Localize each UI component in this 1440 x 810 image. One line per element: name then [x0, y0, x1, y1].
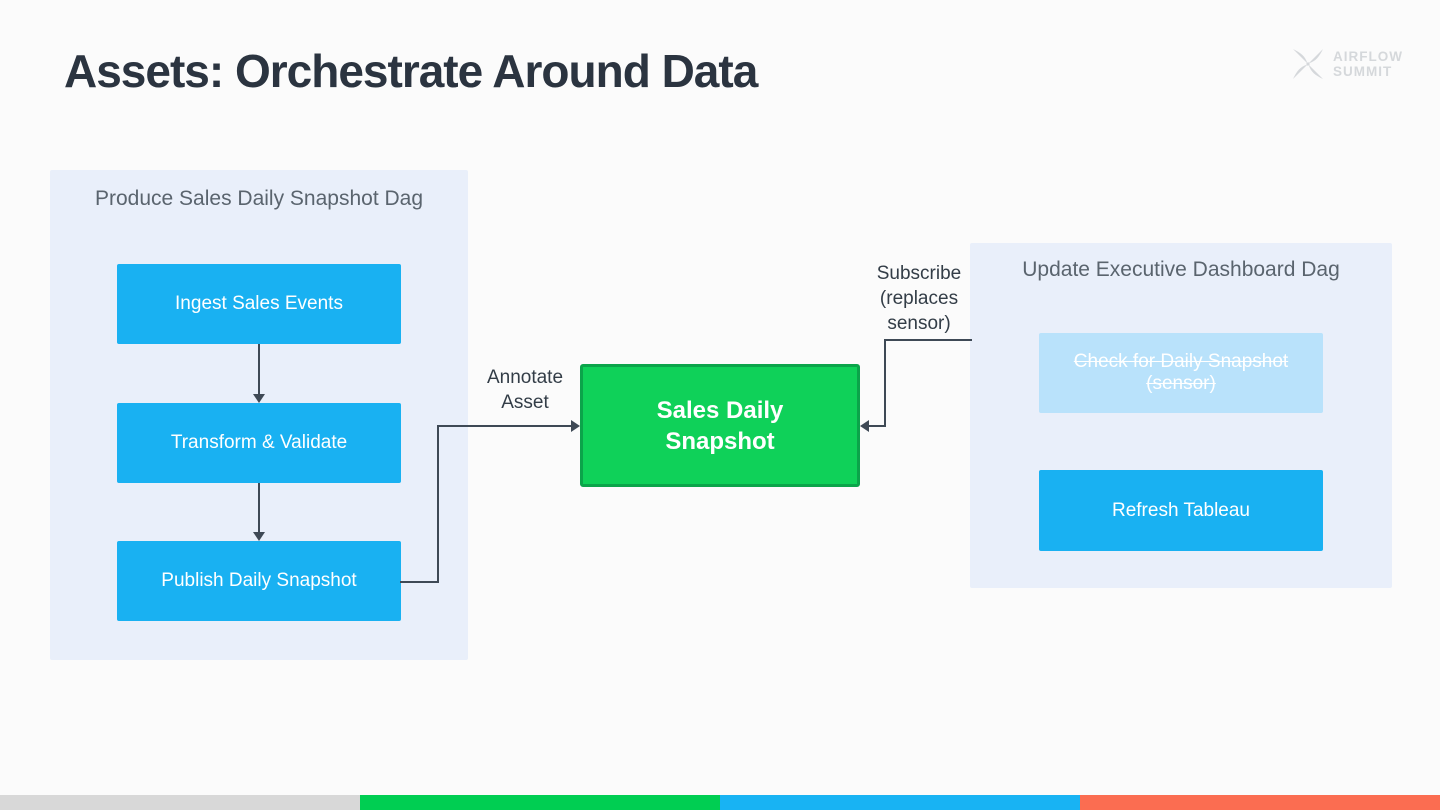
arrowhead-right-annotate [571, 420, 580, 432]
footer-segment-green [360, 795, 720, 810]
producer-dag-panel: Produce Sales Daily Snapshot Dag Ingest … [50, 170, 468, 660]
task-publish-daily-snapshot: Publish Daily Snapshot [117, 541, 401, 621]
consumer-dag-panel: Update Executive Dashboard Dag Check for… [970, 243, 1392, 588]
asset-sales-daily-snapshot: Sales Daily Snapshot [580, 364, 860, 487]
footer-segment-gray [0, 795, 360, 810]
footer-color-bar [0, 795, 1440, 810]
footer-segment-blue [720, 795, 1080, 810]
annotate-asset-label: Annotate Asset [486, 367, 564, 413]
task-refresh-tableau: Refresh Tableau [1039, 470, 1323, 551]
consumer-dag-title: Update Executive Dashboard Dag [1022, 258, 1340, 281]
logo-line-2: SUMMIT [1333, 64, 1393, 79]
airflow-summit-logo: AIRFLOW SUMMIT [1291, 47, 1403, 81]
task-check-for-daily-snapshot-sensor: Check for Daily Snapshot (sensor) [1039, 333, 1323, 413]
page-title: Assets: Orchestrate Around Data [64, 45, 758, 97]
task-transform-validate: Transform & Validate [117, 403, 401, 483]
producer-dag-title: Produce Sales Daily Snapshot Dag [94, 187, 424, 210]
logo-line-1: AIRFLOW [1333, 49, 1403, 64]
logo-text: AIRFLOW SUMMIT [1333, 49, 1403, 79]
task-ingest-sales-events: Ingest Sales Events [117, 264, 401, 344]
airflow-pinwheel-icon [1291, 47, 1325, 81]
subscribe-connector [869, 339, 972, 427]
arrowhead-left-subscribe [860, 420, 869, 432]
subscribe-label: Subscribe (replaces sensor) [876, 263, 962, 334]
footer-segment-orange [1080, 795, 1440, 810]
